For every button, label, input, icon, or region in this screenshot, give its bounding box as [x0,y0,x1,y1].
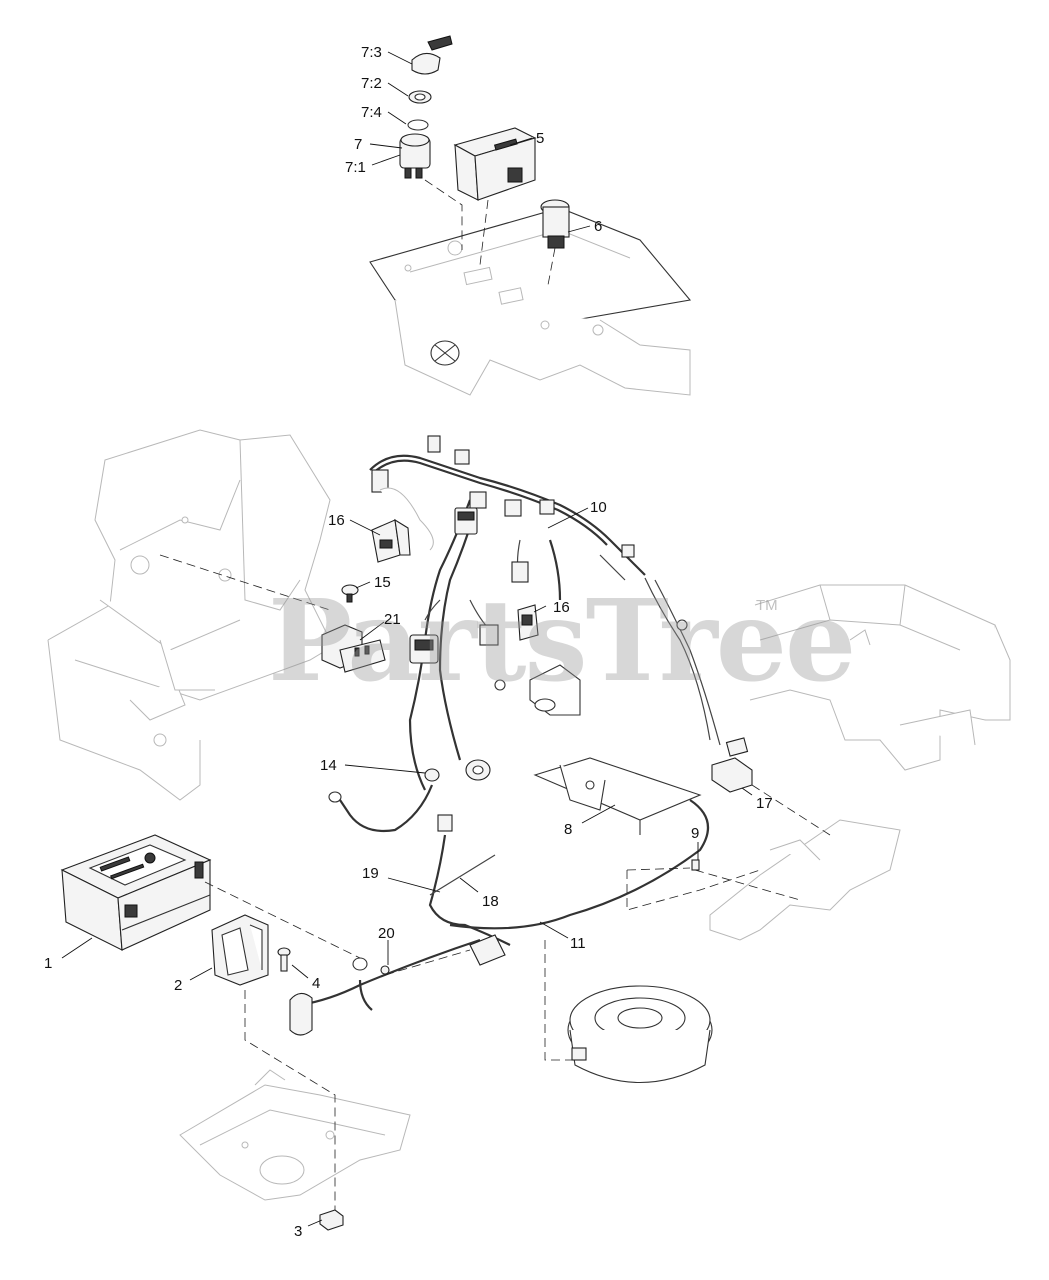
callout-21: 21 [384,611,401,628]
wire-harness [369,435,721,791]
terminal-boot [289,992,313,1036]
callout-8: 8 [564,821,572,838]
callout-2: 2 [174,977,182,994]
callout-7-2: 7:2 [361,75,382,92]
callout-labels: 7:3 7:2 7:4 7 7:1 5 6 10 16 15 21 16 14 … [44,44,773,1240]
connector-16-middle [517,604,539,641]
callout-10: 10 [590,499,607,516]
cables-lower [299,799,710,1011]
cable-bracket-8 [533,757,702,835]
callout-14: 14 [320,757,337,774]
connector-16-upper [371,487,434,563]
battery-bracket [211,914,269,986]
callout-16-middle: 16 [553,599,570,616]
callout-7-4: 7:4 [361,104,382,121]
screw-15 [341,584,359,603]
callout-16-upper: 16 [328,512,345,529]
callout-19: 19 [362,865,379,882]
relay-21 [321,624,386,673]
bolt-4 [277,947,291,972]
electric-clutch [567,985,713,1084]
ground-cable [339,784,434,833]
sensor-bracket [529,664,581,716]
assembly-lines [159,554,831,1210]
callout-4: 4 [312,975,320,992]
callout-1: 1 [44,955,52,972]
leader-lines [61,51,753,1227]
callout-3: 3 [294,1223,302,1240]
callout-15: 15 [374,574,391,591]
callout-7: 7 [354,136,362,153]
switch-3 [319,1209,344,1231]
watermark-text: PartsTree [268,576,854,707]
battery-mount-plate [179,1069,411,1201]
control-panel-assembly [369,207,692,396]
watermark-trademark: TM [756,597,778,614]
battery [60,834,212,951]
callout-18: 18 [482,893,499,910]
nut-9 [691,859,700,871]
right-frame [749,584,1011,771]
callout-7-1: 7:1 [345,159,366,176]
callout-17: 17 [756,795,773,812]
callout-6: 6 [594,218,602,235]
connector-17 [711,737,753,793]
callout-5: 5 [536,130,544,147]
nut-14 [424,768,440,782]
pto-switch [540,199,570,249]
callout-9: 9 [691,825,699,842]
deck-plate [709,819,901,941]
callout-11: 11 [570,935,586,952]
ignition-switch-assembly [399,35,453,179]
callout-7-3: 7:3 [361,44,382,61]
hour-meter [453,127,537,201]
callout-20: 20 [378,925,395,942]
